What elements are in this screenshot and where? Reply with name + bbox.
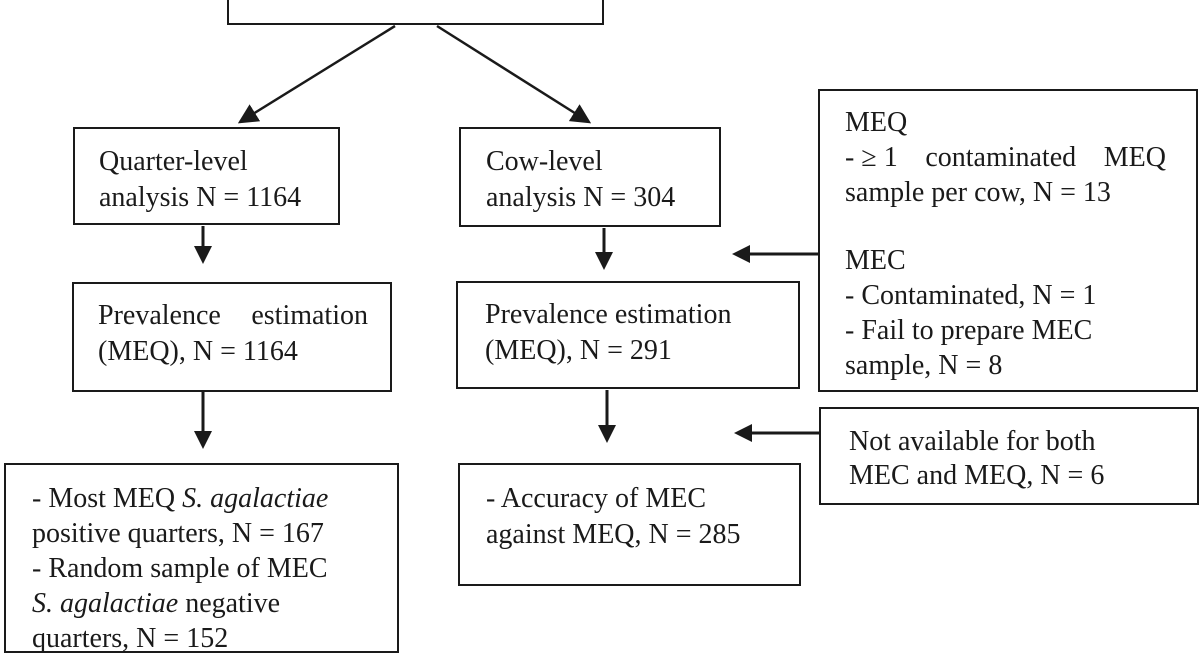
quarter-sample-line1-pre: - Most MEQ: [32, 483, 183, 514]
exclusion2-line1: Not available for both: [849, 426, 1096, 457]
quarter-sample-line4-post: negative: [178, 588, 281, 619]
quarter-prevalence-box: Prevalence estimation (MEQ), N = 1164: [72, 282, 392, 392]
flow-arrows: [194, 24, 820, 449]
exclusion-box-meq-mec: MEQ - ≥ 1 contaminated MEQ sample per co…: [818, 89, 1198, 392]
exclusion2-line2: MEC and MEQ, N = 6: [849, 460, 1105, 491]
quarter-sample-line5: quarters, N = 152: [32, 623, 229, 653]
exclusion-mec-line1: - Contaminated, N = 1: [845, 280, 1097, 311]
quarter-prevalence-line1: Prevalence estimation: [98, 298, 368, 334]
exclusion-mec-heading: MEC: [845, 245, 906, 276]
exclusion-meq-line2: sample per cow, N = 13: [845, 177, 1111, 208]
exclusion-mec-line3: sample, N = 8: [845, 350, 1003, 381]
quarter-sample-line2: positive quarters, N = 167: [32, 518, 324, 549]
spacer: [845, 210, 1166, 243]
quarter-prevalence-line2: (MEQ), N = 1164: [98, 336, 298, 367]
quarter-sample-line1-species: S. agalactiae: [182, 483, 329, 514]
quarter-sample-line4-species: S. agalactiae: [32, 588, 179, 619]
arrow-top-to-cow: [436, 24, 592, 124]
exclusion-meq-line1-part1: - ≥ 1: [845, 142, 898, 173]
cow-accuracy-line2: against MEQ, N = 285: [486, 519, 741, 550]
quarter-sample-line1: - Most MEQ S. agalactiae: [32, 481, 397, 516]
quarter-sample-line3: - Random sample of MEC: [32, 553, 328, 584]
cow-level-analysis-box: Cow-level analysis N = 304: [459, 127, 721, 227]
cow-analysis-line1: Cow-level: [486, 146, 603, 177]
exclusion-meq-line1: - ≥ 1 contaminated MEQ: [845, 140, 1166, 175]
quarter-prevalence-word2: estimation: [251, 300, 368, 331]
exclusion-meq-heading: MEQ: [845, 107, 908, 138]
quarter-analysis-line2: analysis N = 1164: [99, 182, 302, 213]
quarter-level-analysis-box: Quarter-level analysis N = 1164: [73, 127, 340, 225]
cow-accuracy-line1: - Accuracy of MEC: [486, 483, 707, 514]
cow-prevalence-line2: (MEQ), N = 291: [485, 335, 672, 366]
exclusion-box-not-available: Not available for both MEC and MEQ, N = …: [819, 407, 1199, 505]
quarter-sample-box: - Most MEQ S. agalactiae positive quarte…: [4, 463, 399, 653]
cow-accuracy-box: - Accuracy of MEC against MEQ, N = 285: [458, 463, 801, 586]
quarter-prevalence-word1: Prevalence: [98, 300, 221, 331]
quarter-analysis-line1: Quarter-level: [99, 146, 248, 177]
top-box: [227, 0, 604, 25]
exclusion-mec-line2: - Fail to prepare MEC: [845, 315, 1093, 346]
quarter-sample-line4: S. agalactiae negative: [32, 586, 397, 621]
cow-prevalence-line1: Prevalence estimation: [485, 299, 732, 330]
exclusion-meq-line1-part2: contaminated: [925, 142, 1077, 173]
arrow-top-to-quarter: [237, 24, 396, 124]
exclusion-meq-line1-part3: MEQ: [1103, 142, 1166, 173]
cow-prevalence-box: Prevalence estimation (MEQ), N = 291: [456, 281, 800, 389]
cow-analysis-line2: analysis N = 304: [486, 182, 676, 213]
